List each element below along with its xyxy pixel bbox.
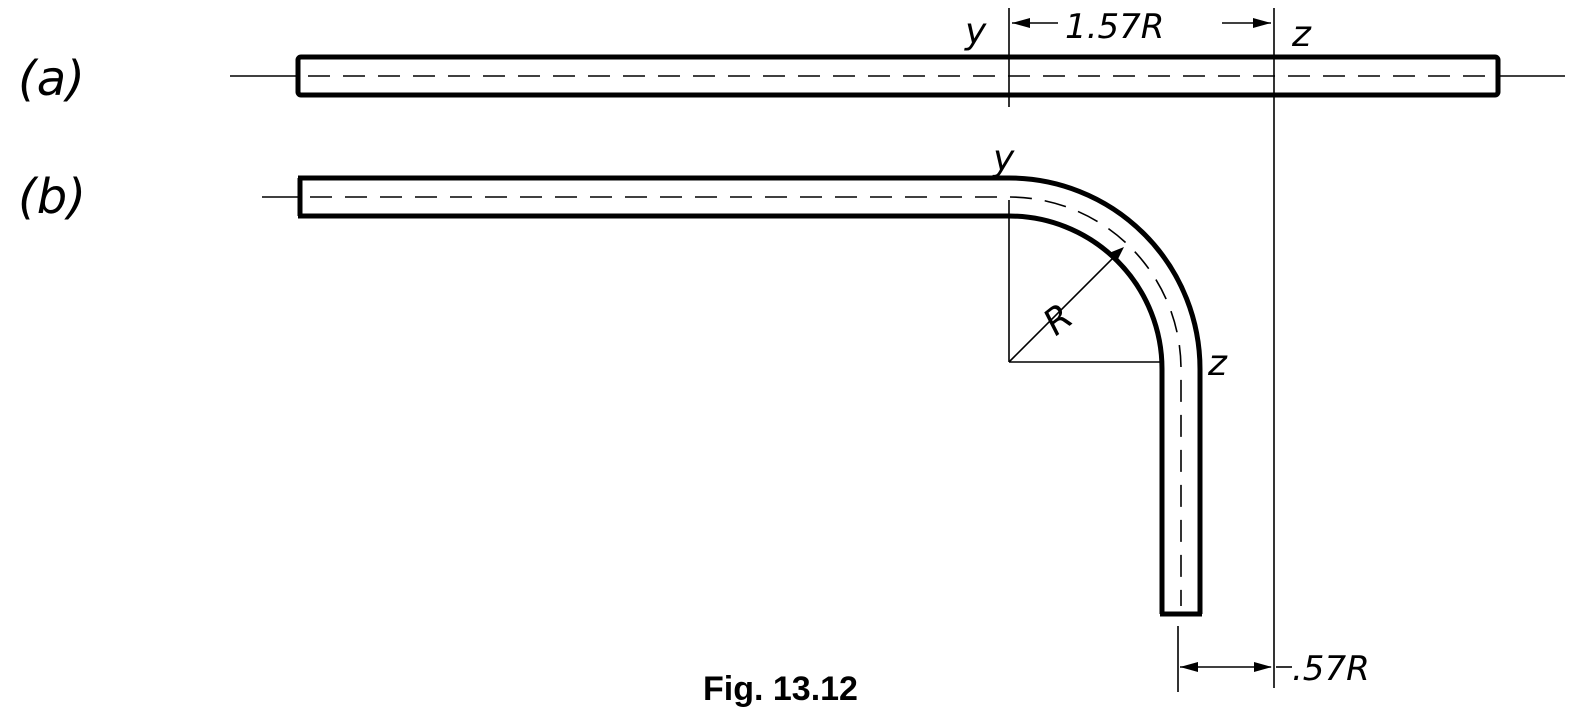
b-radius-label: R — [1036, 296, 1081, 344]
b-point-y-label: y — [992, 138, 1015, 179]
b-offset-dimension-label: .57R — [1292, 649, 1370, 689]
b-radius-arrowhead — [1109, 247, 1124, 261]
b-bar-outer-edge — [298, 175, 1203, 614]
a-point-z-label: z — [1291, 14, 1312, 55]
b-point-z-label: z — [1207, 343, 1228, 384]
a-dimension-label: 1.57R — [1065, 7, 1164, 47]
b-radius-line — [1008, 248, 1123, 363]
straight-bar — [230, 54, 1565, 98]
a-dimension-1-57r — [1012, 18, 1271, 28]
b-bar-centerline — [310, 196, 1182, 606]
bent-bar — [262, 175, 1203, 617]
b-bar-inner-edge — [298, 213, 1165, 614]
b-dimension-0-57r — [1180, 662, 1292, 672]
a-point-y-label: y — [964, 11, 987, 52]
part-b-label: (b) — [18, 169, 86, 225]
a-bar-outline — [295, 54, 1501, 98]
part-a-label: (a) — [18, 51, 85, 107]
figure-caption: Fig. 13.12 — [703, 670, 858, 708]
